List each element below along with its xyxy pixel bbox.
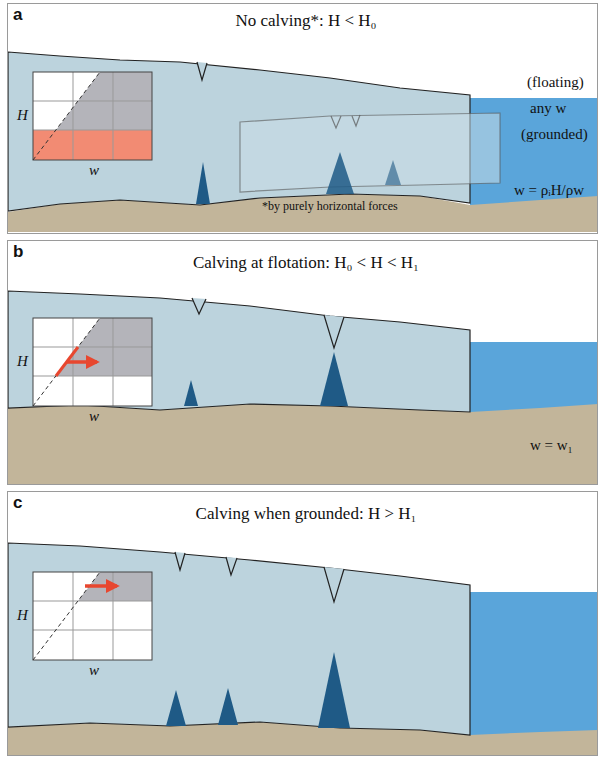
- panel-a-art: [8, 52, 598, 232]
- panel-c-art: [8, 543, 598, 755]
- axis-label: w: [89, 408, 99, 425]
- axis-label: w: [89, 662, 99, 679]
- panel-b-art: [8, 291, 598, 484]
- axis-label: H: [17, 607, 28, 624]
- axis-label: w: [89, 162, 99, 179]
- width-label: any w: [530, 100, 566, 117]
- state-label: (grounded): [521, 126, 588, 143]
- width-equation: w = w₁: [530, 437, 573, 454]
- panel-title: Calving at flotation: H₀ < H < H₁: [193, 253, 419, 273]
- width-equation: w = ρᵢH/ρw: [514, 182, 584, 199]
- panel-letter: a: [13, 5, 22, 25]
- inset-a-chart: [33, 72, 152, 160]
- footnote: *by purely horizontal forces: [262, 199, 398, 214]
- inset-chart: Hw: [34, 319, 153, 407]
- figure-panel: bCalving at flotation: H₀ < H < H₁ Hw: [7, 240, 598, 485]
- inset-chart: Hw: [34, 73, 153, 161]
- panel-letter: c: [13, 493, 22, 513]
- inset-c-chart: [33, 572, 152, 660]
- panel-title: No calving*: H < H₀: [235, 11, 376, 31]
- axis-label: H: [17, 353, 28, 370]
- panel-title: Calving when grounded: H > H₁: [196, 504, 417, 524]
- inset-chart: Hw: [34, 573, 153, 661]
- state-label: (floating): [527, 74, 584, 91]
- figure-panel: cCalving when grounded: H > H₁ Hw: [7, 491, 598, 756]
- inset-b-chart: [33, 318, 152, 406]
- axis-label: H: [17, 107, 28, 124]
- panel-letter: b: [13, 242, 23, 262]
